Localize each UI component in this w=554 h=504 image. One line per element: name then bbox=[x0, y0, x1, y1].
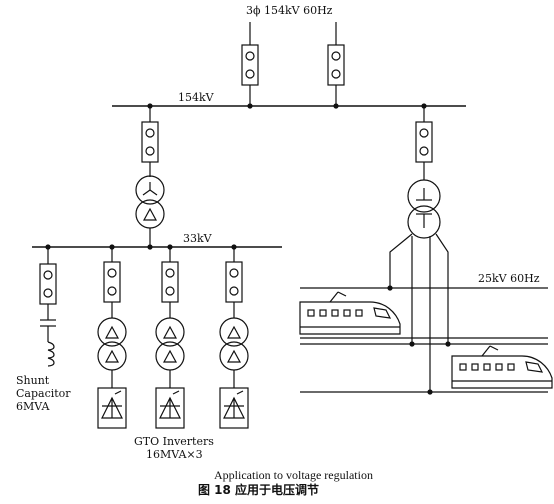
inverter-icon bbox=[219, 387, 249, 429]
breaker-icon bbox=[39, 263, 57, 305]
transformer-icon bbox=[97, 317, 127, 347]
breaker-icon bbox=[141, 121, 159, 163]
bus-25kv-label: 25kV 60Hz bbox=[478, 272, 540, 285]
breaker-icon bbox=[161, 261, 179, 303]
shinkansen-train-icon bbox=[451, 345, 553, 389]
capacitor-icon bbox=[40, 319, 56, 327]
breaker-icon bbox=[103, 261, 121, 303]
gto-label-2: 16MVA×3 bbox=[146, 448, 203, 461]
shunt-label-2: Capacitor bbox=[16, 387, 71, 400]
gto-branch-2 bbox=[155, 247, 185, 429]
gto-label-1: GTO Inverters bbox=[134, 435, 214, 448]
inverter-icon bbox=[155, 387, 185, 429]
breaker-icon bbox=[225, 261, 243, 303]
breaker-icon bbox=[415, 121, 433, 163]
gto-branch-1 bbox=[97, 247, 127, 429]
source-label: 3ϕ 154kV 60Hz bbox=[246, 4, 333, 17]
feeder-line bbox=[389, 233, 413, 288]
caption-english: Application to voltage regulation bbox=[214, 468, 373, 482]
breaker-icon bbox=[327, 44, 345, 86]
caption-chinese: 图 18 应用于电压调节 bbox=[198, 482, 319, 497]
shunt-label-1: Shunt bbox=[16, 374, 50, 387]
transformer-icon bbox=[135, 175, 165, 229]
shinkansen-train-icon bbox=[299, 291, 401, 335]
inductor-icon bbox=[47, 341, 55, 367]
bus-154kv-label: 154kV bbox=[178, 91, 215, 104]
feeder-line bbox=[435, 233, 449, 344]
bus-33kv-label: 33kV bbox=[183, 232, 213, 245]
transformer-icon bbox=[155, 317, 185, 347]
inverter-icon bbox=[97, 387, 127, 429]
breaker-icon bbox=[241, 44, 259, 86]
scott-transformer-icon bbox=[407, 179, 441, 239]
transformer-icon bbox=[219, 317, 249, 347]
gto-branch-3 bbox=[219, 247, 249, 429]
shunt-label-3: 6MVA bbox=[16, 400, 50, 413]
